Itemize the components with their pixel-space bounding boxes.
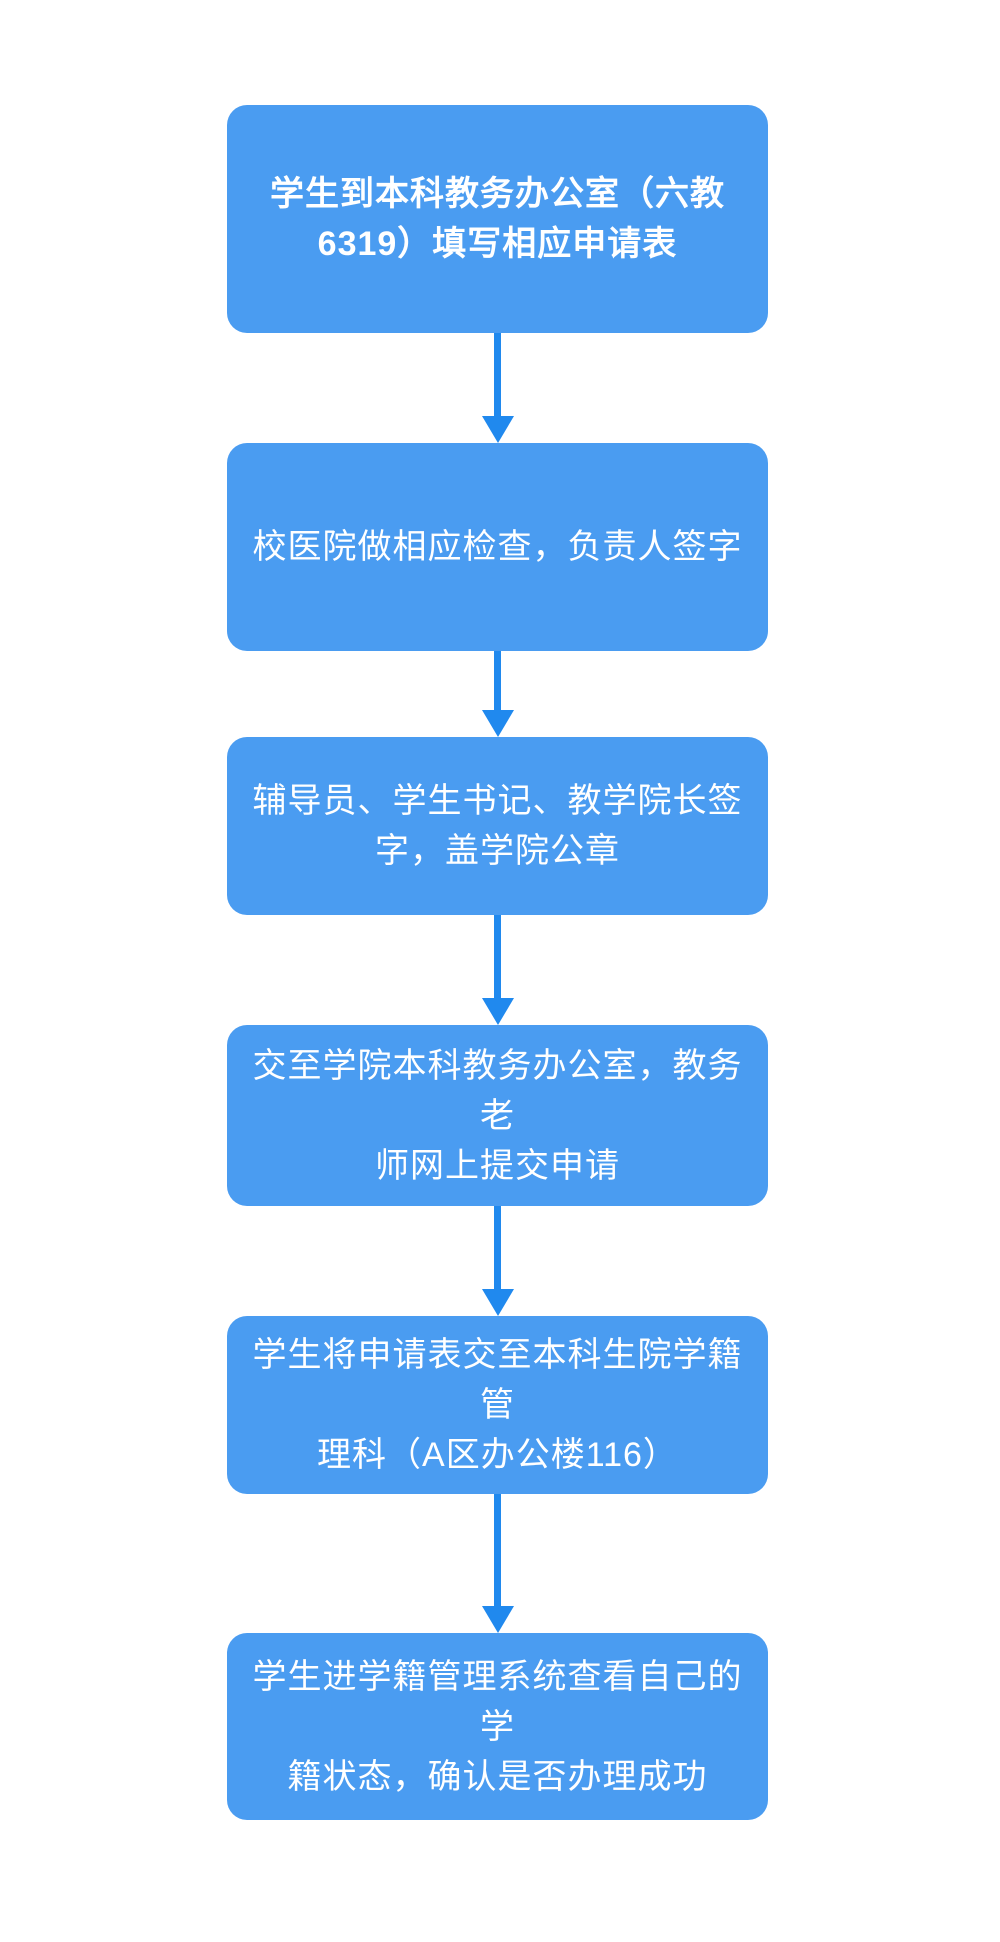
down-arrow-connector-3: [227, 915, 768, 1025]
flow-step-3-text: 辅导员、学生书记、教学院长签 字，盖学院公章: [252, 782, 743, 870]
down-arrow-connector-4: [227, 1206, 768, 1316]
arrow-head-icon: [481, 416, 514, 443]
arrow-head-icon: [481, 1289, 514, 1316]
arrow-stem: [494, 1206, 501, 1289]
arrow-head-icon: [481, 710, 514, 737]
flow-step-4-text: 交至学院本科教务办公室，教务老 师网上提交申请: [252, 1046, 743, 1185]
flow-step-6: 学生进学籍管理系统查看自己的学 籍状态，确认是否办理成功: [227, 1633, 768, 1820]
down-arrow-connector-5: [227, 1494, 768, 1633]
flow-step-3: 辅导员、学生书记、教学院长签 字，盖学院公章: [227, 737, 768, 915]
arrow-stem: [494, 915, 501, 998]
flow-step-4: 交至学院本科教务办公室，教务老 师网上提交申请: [227, 1025, 768, 1206]
arrow-stem: [494, 333, 501, 416]
flow-step-5-text: 学生将申请表交至本科生院学籍管 理科（A区办公楼116）: [252, 1336, 743, 1474]
arrow-head-icon: [481, 1606, 514, 1633]
flow-step-2: 校医院做相应检查，负责人签字: [227, 443, 768, 651]
flow-step-2-text: 校医院做相应检查，负责人签字: [252, 528, 743, 566]
down-arrow-connector-2: [227, 651, 768, 737]
flow-step-6-text: 学生进学籍管理系统查看自己的学 籍状态，确认是否办理成功: [252, 1657, 743, 1796]
flow-step-1-text: 学生到本科教务办公室（六教 6319）填写相应申请表: [270, 175, 725, 263]
flow-step-5: 学生将申请表交至本科生院学籍管 理科（A区办公楼116）: [227, 1316, 768, 1494]
arrow-head-icon: [481, 998, 514, 1025]
arrow-stem: [494, 1494, 501, 1606]
down-arrow-connector-1: [227, 333, 768, 443]
arrow-stem: [494, 651, 501, 710]
flow-step-1: 学生到本科教务办公室（六教 6319）填写相应申请表: [227, 105, 768, 333]
